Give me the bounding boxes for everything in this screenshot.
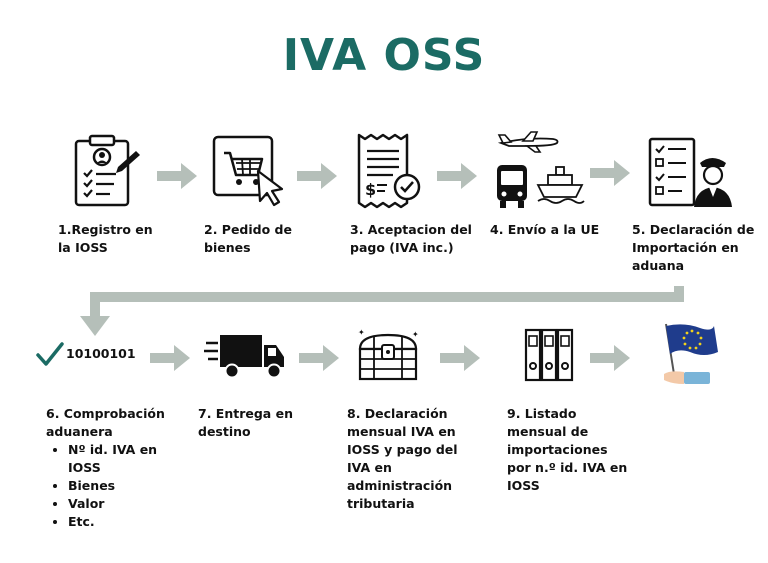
step-2-label: 2. Pedido de bienes: [204, 221, 292, 257]
ship-icon: [536, 165, 585, 205]
step-8-label: 8. Declaración mensual IVA en IOSS y pag…: [347, 405, 458, 513]
flow-connector-5-6: [78, 286, 690, 342]
registration-clipboard-icon: [72, 134, 142, 207]
step-3-line-1: 3. Aceptacion del: [350, 222, 472, 237]
bullet-item-3: Valor: [68, 495, 165, 513]
plane-icon: [497, 131, 561, 153]
step-2-line-2: bienes: [204, 240, 251, 255]
svg-text:✦: ✦: [412, 330, 419, 339]
step-5-line-3: aduana: [632, 258, 685, 273]
step-5-label: 5. Declaración de Importación en aduana: [632, 221, 754, 275]
receipt-payment-icon: $: [355, 133, 425, 209]
step-9-line-4: por n.º id. IVA en: [507, 460, 628, 475]
step-2-line-1: 2. Pedido de: [204, 222, 292, 237]
step-9-line-2: mensual de: [507, 424, 589, 439]
step-8-line-1: 8. Declaración: [347, 406, 448, 421]
shopping-cart-screen-icon: [212, 135, 288, 207]
flow-arrow-7-8: [299, 345, 339, 371]
step-7-label: 7. Entrega en destino: [198, 405, 293, 441]
step-8-line-5: administración: [347, 478, 453, 493]
eu-flag-icon: [654, 322, 718, 388]
treasure-chest-icon: ✦ ✦: [354, 327, 422, 383]
flow-arrow-9-10: [590, 345, 630, 371]
page-title: IVA OSS: [282, 30, 486, 81]
svg-text:✦: ✦: [358, 328, 365, 337]
flow-arrow-3-4: [437, 163, 477, 189]
bus-icon: [494, 163, 530, 209]
flow-arrow-6-7: [150, 345, 190, 371]
step-4-line-1: 4. Envío a la UE: [490, 222, 600, 237]
flow-arrow-2-3: [297, 163, 337, 189]
step-6-label: 6. Comprobación aduanera Nº id. IVA enIO…: [46, 405, 165, 531]
step-7-line-2: destino: [198, 424, 251, 439]
step-9-line-3: importaciones: [507, 442, 608, 457]
step-6-line-2: aduanera: [46, 424, 113, 439]
flow-arrow-1-2: [157, 163, 197, 189]
step-3-label: 3. Aceptacion del pago (IVA inc.): [350, 221, 472, 257]
step-6-line-1: 6. Comprobación: [46, 406, 165, 421]
delivery-truck-icon: [204, 333, 286, 379]
bullet-item-2: Bienes: [68, 477, 165, 495]
step-4-label: 4. Envío a la UE: [490, 221, 599, 239]
flow-arrow-8-9: [440, 345, 480, 371]
step-8-line-6: tributaria: [347, 496, 415, 511]
checkmark-icon: [36, 342, 64, 368]
svg-text:$: $: [365, 180, 376, 199]
step-1-line-2: la IOSS: [58, 240, 108, 255]
customs-officer-checklist-icon: [648, 135, 732, 209]
binders-icon: [524, 328, 576, 382]
step-7-line-1: 7. Entrega en: [198, 406, 293, 421]
binary-code-text: 10100101: [66, 346, 136, 361]
step-9-line-5: IOSS: [507, 478, 540, 493]
step-5-line-1: 5. Declaración de: [632, 222, 755, 237]
step-9-line-1: 9. Listado: [507, 406, 577, 421]
step-3-line-2: pago (IVA inc.): [350, 240, 454, 255]
step-1-line-1: 1.Registro en: [58, 222, 153, 237]
bullet-item-4: Etc.: [68, 513, 165, 531]
step-9-label: 9. Listado mensual de importaciones por …: [507, 405, 627, 495]
step-5-line-2: Importación en: [632, 240, 739, 255]
flow-arrow-4-5: [590, 160, 630, 186]
step-8-line-4: IVA en: [347, 460, 392, 475]
step-8-line-2: mensual IVA en: [347, 424, 456, 439]
step-1-label: 1.Registro en la IOSS: [58, 221, 153, 257]
step-8-line-3: IOSS y pago del: [347, 442, 458, 457]
